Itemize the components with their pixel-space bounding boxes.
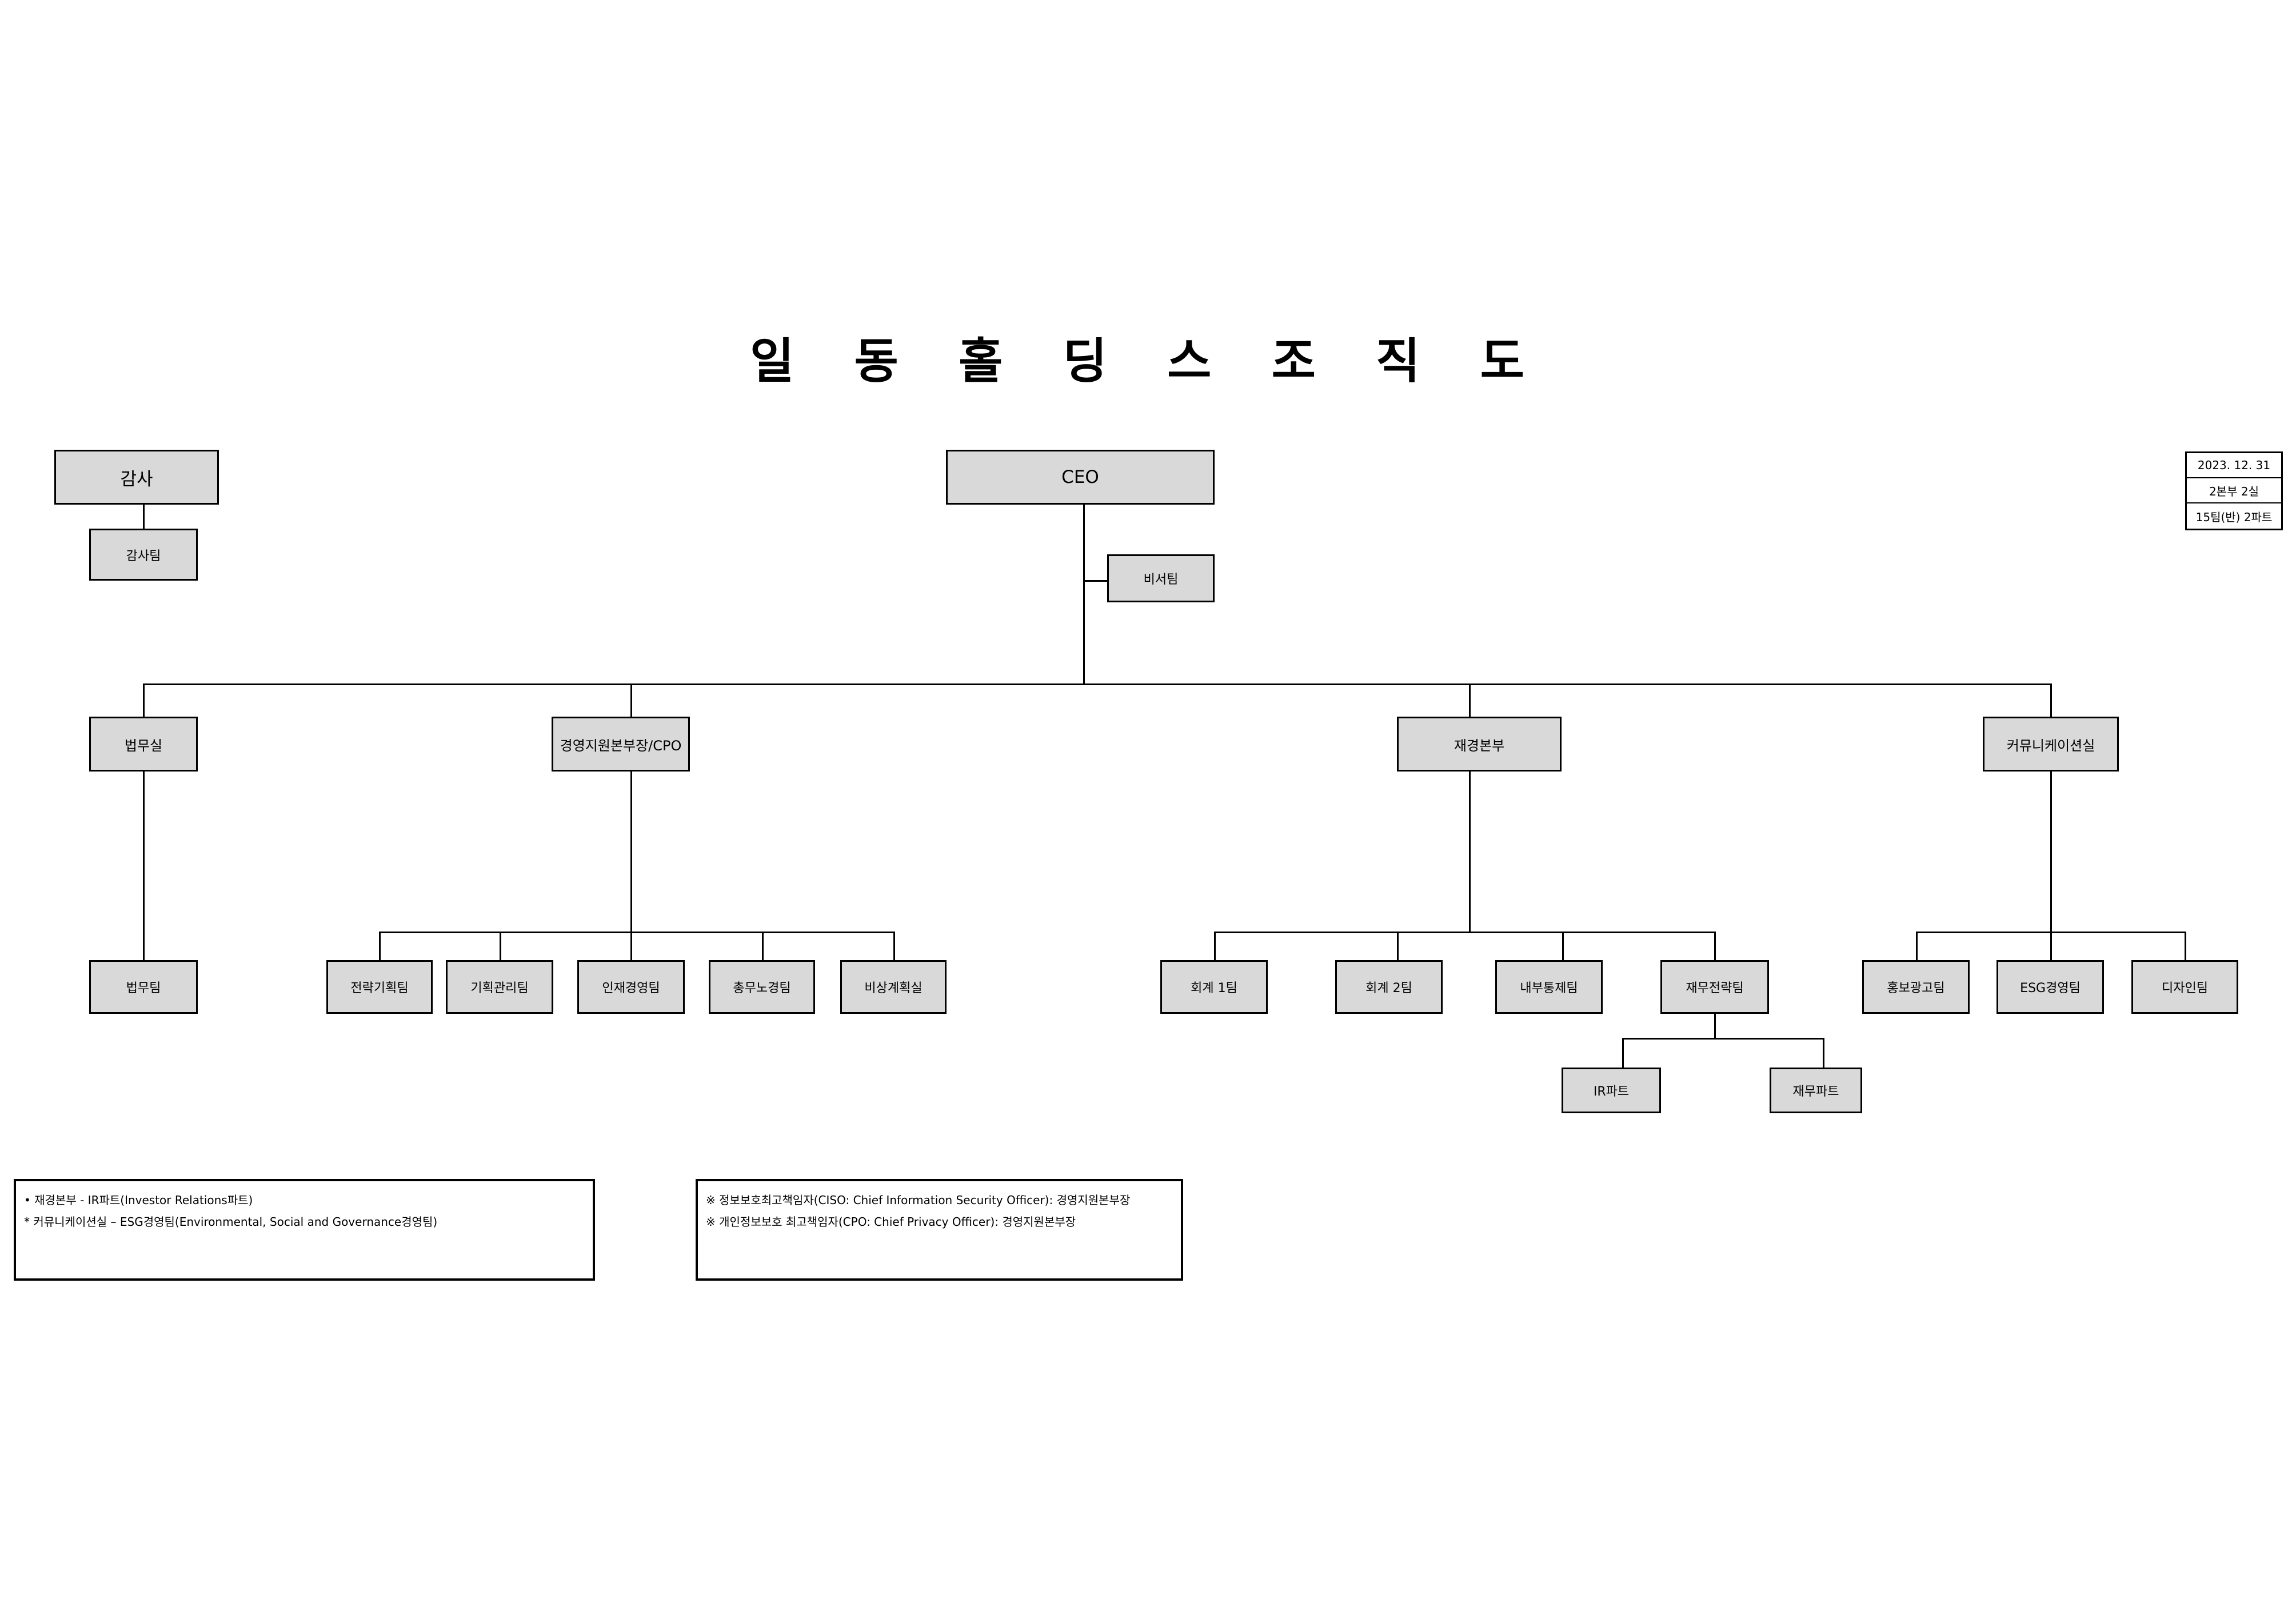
node-finance-strategy: 재무전략팀 xyxy=(1660,960,1769,1014)
connector xyxy=(893,932,895,960)
node-legal-office: 법무실 xyxy=(89,717,198,771)
node-mgmt-hq: 경영지원본부장/CPO xyxy=(552,717,690,771)
connector xyxy=(762,932,764,960)
connector xyxy=(379,932,381,960)
division-count: 2본부 2실 xyxy=(2187,478,2281,503)
node-accounting2: 회계 2팀 xyxy=(1335,960,1443,1014)
connector xyxy=(500,932,501,960)
note-line: ※ 정보보호최고책임자(CISO: Chief Information Secu… xyxy=(706,1193,1131,1207)
summary-box: 2023. 12. 31 2본부 2실 15팀(반) 2파트 xyxy=(2185,451,2283,530)
node-internal-control: 내부통제팀 xyxy=(1495,960,1603,1014)
connector xyxy=(1469,683,1471,717)
connector xyxy=(1714,932,1716,960)
connector xyxy=(1083,505,1085,685)
node-secretary: 비서팀 xyxy=(1107,554,1215,602)
connector xyxy=(1083,580,1107,582)
connector xyxy=(1916,932,1918,960)
node-esg-mgmt: ESG경영팀 xyxy=(1996,960,2104,1014)
connector xyxy=(1562,932,1564,960)
connector xyxy=(1823,1038,1824,1068)
connector xyxy=(630,683,632,717)
connector xyxy=(1622,1038,1624,1068)
note-line: * 커뮤니케이션실 – ESG경영팀(Environmental, Social… xyxy=(24,1215,438,1229)
connector xyxy=(143,505,145,529)
connector xyxy=(2185,932,2186,960)
connector xyxy=(2050,771,2052,960)
note-line: ※ 개인정보보호 최고책임자(CPO: Chief Privacy Office… xyxy=(706,1215,1076,1229)
note-box-right: ※ 정보보호최고책임자(CISO: Chief Information Secu… xyxy=(696,1179,1183,1281)
connector xyxy=(1397,932,1399,960)
connector xyxy=(630,771,632,960)
node-audit-team: 감사팀 xyxy=(89,529,198,581)
node-finance-hq: 재경본부 xyxy=(1397,717,1562,771)
node-ceo: CEO xyxy=(946,450,1215,505)
connector xyxy=(1714,1014,1716,1040)
node-emergency-planning: 비상계획실 xyxy=(840,960,947,1014)
team-count: 15팀(반) 2파트 xyxy=(2195,510,2273,524)
connector xyxy=(1916,932,2186,933)
note-box-left: • 재경본부 - IR파트(Investor Relations파트) * 커뮤… xyxy=(14,1179,595,1281)
node-general-labor: 총무노경팀 xyxy=(709,960,815,1014)
connector xyxy=(1214,932,1715,933)
node-strategy-planning: 전략기획팀 xyxy=(326,960,433,1014)
date-label: 2023. 12. 31 xyxy=(2187,453,2281,478)
node-legal-team: 법무팀 xyxy=(89,960,198,1014)
note-line: • 재경본부 - IR파트(Investor Relations파트) xyxy=(24,1193,253,1207)
node-ir-part: IR파트 xyxy=(1562,1068,1661,1113)
page-title: 일 동 홀 딩 스 조 직 도 xyxy=(750,333,1546,389)
connector xyxy=(379,932,895,933)
connector xyxy=(143,771,145,960)
connector xyxy=(2050,683,2052,717)
connector xyxy=(1469,771,1471,932)
node-design: 디자인팀 xyxy=(2131,960,2238,1014)
node-planning-mgmt: 기획관리팀 xyxy=(446,960,553,1014)
node-comm-office: 커뮤니케이션실 xyxy=(1983,717,2119,771)
node-hr-mgmt: 인재경영팀 xyxy=(577,960,685,1014)
node-audit: 감사 xyxy=(54,450,219,505)
node-finance-part: 재무파트 xyxy=(1770,1068,1862,1113)
connector xyxy=(143,683,2051,685)
connector xyxy=(1214,932,1216,960)
connector xyxy=(143,683,145,717)
node-pr-ad: 홍보광고팀 xyxy=(1862,960,1970,1014)
node-accounting1: 회계 1팀 xyxy=(1160,960,1268,1014)
connector xyxy=(1622,1038,1824,1040)
